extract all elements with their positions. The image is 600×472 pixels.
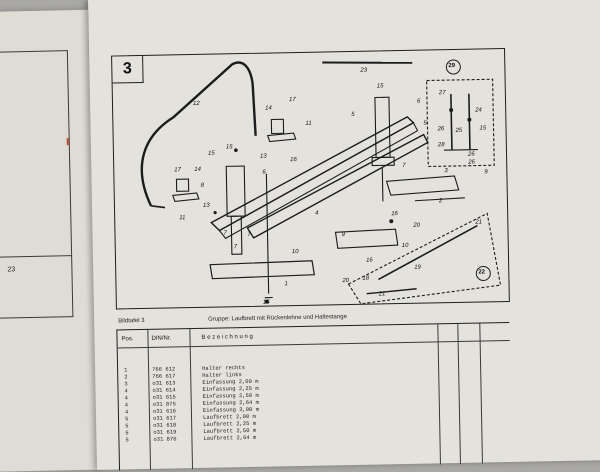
part-23-rod [322,61,412,65]
cell-pos: 5 [125,436,128,443]
label-21b: 21 [379,291,386,297]
label-14a: 14 [265,105,272,111]
label-22: 22 [478,269,485,275]
catalog-page: 3 [88,0,600,470]
label-26a: 26 [437,126,444,132]
left-page-part-number: 23 [7,266,15,273]
label-28: 28 [438,142,445,148]
part-2-bracket [386,176,458,195]
label-5a: 5 [351,112,354,118]
label-12: 12 [193,101,200,107]
label-26b: 26 [468,152,475,158]
label-21a: 21 [475,219,482,225]
label-19: 19 [414,265,421,271]
label-29: 29 [448,63,455,69]
label-16b: 16 [391,211,398,217]
label-15a: 15 [226,144,233,150]
cell-bez: Laufbrett 2,64 m [203,434,256,442]
label-16c: 16 [263,300,270,306]
header-bezeichnung: B e z e i c h n u n g [201,334,252,341]
label-3: 3 [444,168,447,174]
label-17b: 17 [174,167,181,173]
part-1-bar [210,261,314,279]
part-12-handrail [140,62,257,206]
label-2: 2 [439,198,442,204]
label-27: 27 [439,90,446,96]
label-24: 24 [475,107,482,113]
label-15d: 15 [479,125,486,131]
label-1: 1 [284,281,287,287]
photo-scene: 23 3 [0,0,600,450]
illustration-plate: 3 [111,48,510,310]
label-7b: 7 [223,230,226,236]
label-7d: 7 [234,244,237,250]
label-11b: 11 [179,215,185,221]
cell-din: o31 876 [153,435,176,442]
label-23: 23 [360,68,367,74]
label-10b: 10 [402,243,409,249]
red-marker [67,138,69,145]
label-15c: 15 [208,151,215,157]
label-5b: 5 [423,121,426,127]
label-17a: 17 [289,97,296,103]
left-page: 23 [0,10,98,472]
header-din: DIN/Nr. [151,335,171,341]
board-5-upper [209,117,415,231]
label-16d: 16 [366,258,373,264]
label-6b: 6 [262,170,265,176]
left-page-frame [0,50,73,319]
header-pos: Pos. [121,336,133,342]
label-13b: 13 [203,203,210,209]
label-18: 18 [362,276,369,282]
label-10a: 10 [292,249,299,255]
label-26c: 26 [468,160,475,166]
label-15b: 15 [377,83,384,89]
plate-caption-label: Bildtafel 3 [118,318,144,325]
clamp-upper [271,119,283,133]
cell-pos: 3 [124,380,127,387]
label-11a: 11 [305,121,311,127]
label-25: 25 [456,128,463,134]
board-4 [246,135,430,238]
label-20b: 20 [342,278,349,284]
label-13a: 13 [260,154,267,160]
label-8: 8 [201,183,204,189]
exploded-view-drawing [112,49,509,308]
detail-box-29 [427,79,495,166]
label-9b: 9 [484,169,487,175]
cell-pos: 4 [124,387,127,394]
group-title: Gruppe: Laufbrett mit Rückenlehne und Ha… [208,314,347,323]
clamp-left [176,179,188,191]
label-4: 4 [315,211,318,217]
label-9: 9 [342,232,345,238]
label-7a: 7 [402,163,405,169]
label-14b: 14 [194,167,201,173]
label-6a: 6 [417,99,420,105]
label-20a: 20 [413,223,420,229]
label-16a: 16 [290,157,297,163]
label-7c: 7 [247,232,250,238]
